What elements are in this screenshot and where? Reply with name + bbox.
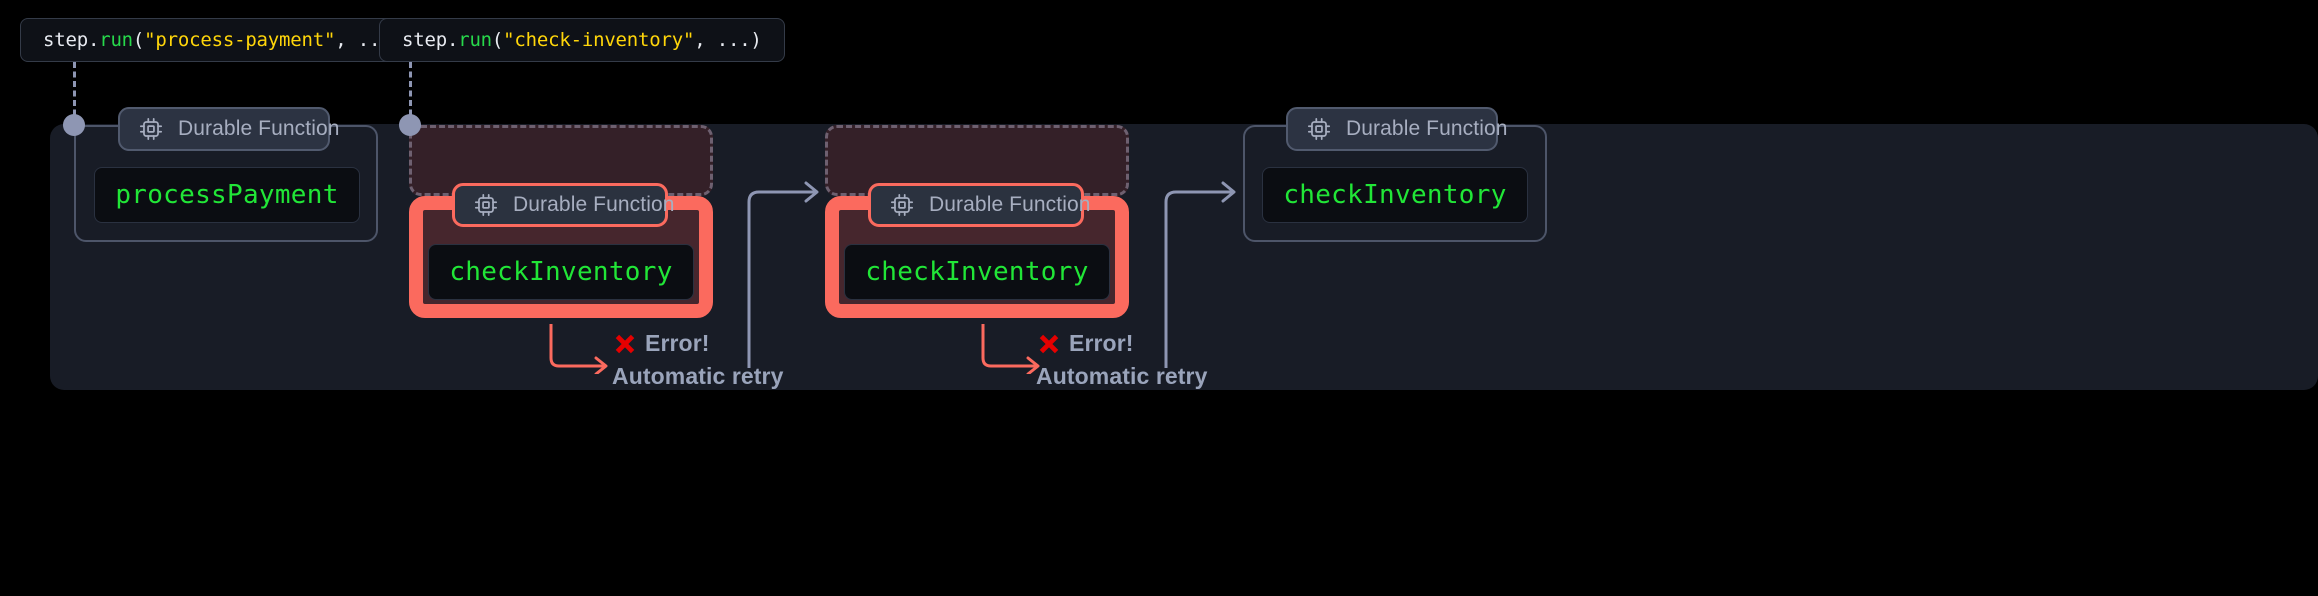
error-connector-arrow-1 [549, 324, 608, 374]
cpu-chip-icon [890, 193, 914, 217]
red-x-icon [615, 334, 635, 353]
durable-function-badge-label: Durable Function [178, 117, 340, 140]
anchor-dot-check-inventory [399, 114, 421, 136]
function-name-check-inventory-success: checkInventory [1283, 180, 1507, 210]
error-label-2: Error! [1069, 330, 1134, 356]
code-token-string: "check-inventory" [503, 29, 695, 51]
code-token-tail: , ...) [694, 29, 762, 51]
dropper-line-check-inventory [409, 62, 412, 125]
code-box-check-inventory-1: checkInventory [428, 244, 694, 300]
cpu-chip-icon [139, 117, 163, 141]
retry-label-2: Automatic retry [1036, 363, 1208, 389]
code-box-check-inventory-2: checkInventory [844, 244, 1110, 300]
code-box-check-inventory-success: checkInventory [1262, 167, 1528, 223]
code-token-step: step. [43, 29, 100, 51]
retry-label-1: Automatic retry [612, 363, 784, 389]
error-connector-arrow-2 [981, 324, 1040, 374]
retry-connector-arrow-1 [747, 181, 819, 368]
durable-function-badge-check-inventory-1: Durable Function [452, 183, 674, 227]
retry-connector-arrow-2 [1164, 181, 1236, 368]
durable-function-badge-label: Durable Function [929, 193, 1091, 216]
code-label-process-payment: step.run("process-payment", ...) [20, 18, 426, 62]
durable-function-badge-process-payment: Durable Function [118, 107, 339, 151]
durable-function-badge-check-inventory-2: Durable Function [868, 183, 1090, 227]
function-name-check-inventory-1: checkInventory [449, 257, 673, 287]
code-token-open-paren: ( [132, 29, 145, 51]
error-title-row-2: Error! [1036, 330, 1207, 357]
function-name-check-inventory-2: checkInventory [865, 257, 1089, 287]
code-token-open-paren: ( [491, 29, 504, 51]
code-token-run: run [458, 29, 492, 51]
dropper-line-process-payment [73, 62, 76, 125]
anchor-dot-process-payment [63, 114, 85, 136]
code-token-run: run [99, 29, 133, 51]
code-token-step: step. [402, 29, 459, 51]
durable-function-badge-label: Durable Function [1346, 117, 1508, 140]
red-x-icon [1039, 334, 1059, 353]
cpu-chip-icon [1307, 117, 1331, 141]
error-block-2: Error! Automatic retry [1036, 330, 1207, 390]
code-token-string: "process-payment" [144, 29, 336, 51]
code-box-process-payment: processPayment [94, 167, 360, 223]
durable-function-badge-label: Durable Function [513, 193, 675, 216]
code-label-check-inventory: step.run("check-inventory", ...) [379, 18, 785, 62]
cpu-chip-icon [474, 193, 498, 217]
error-title-row-1: Error! [612, 330, 783, 357]
error-block-1: Error! Automatic retry [612, 330, 783, 390]
durable-function-badge-check-inventory-success: Durable Function [1286, 107, 1507, 151]
function-name-process-payment: processPayment [115, 180, 339, 210]
error-label-1: Error! [645, 330, 710, 356]
